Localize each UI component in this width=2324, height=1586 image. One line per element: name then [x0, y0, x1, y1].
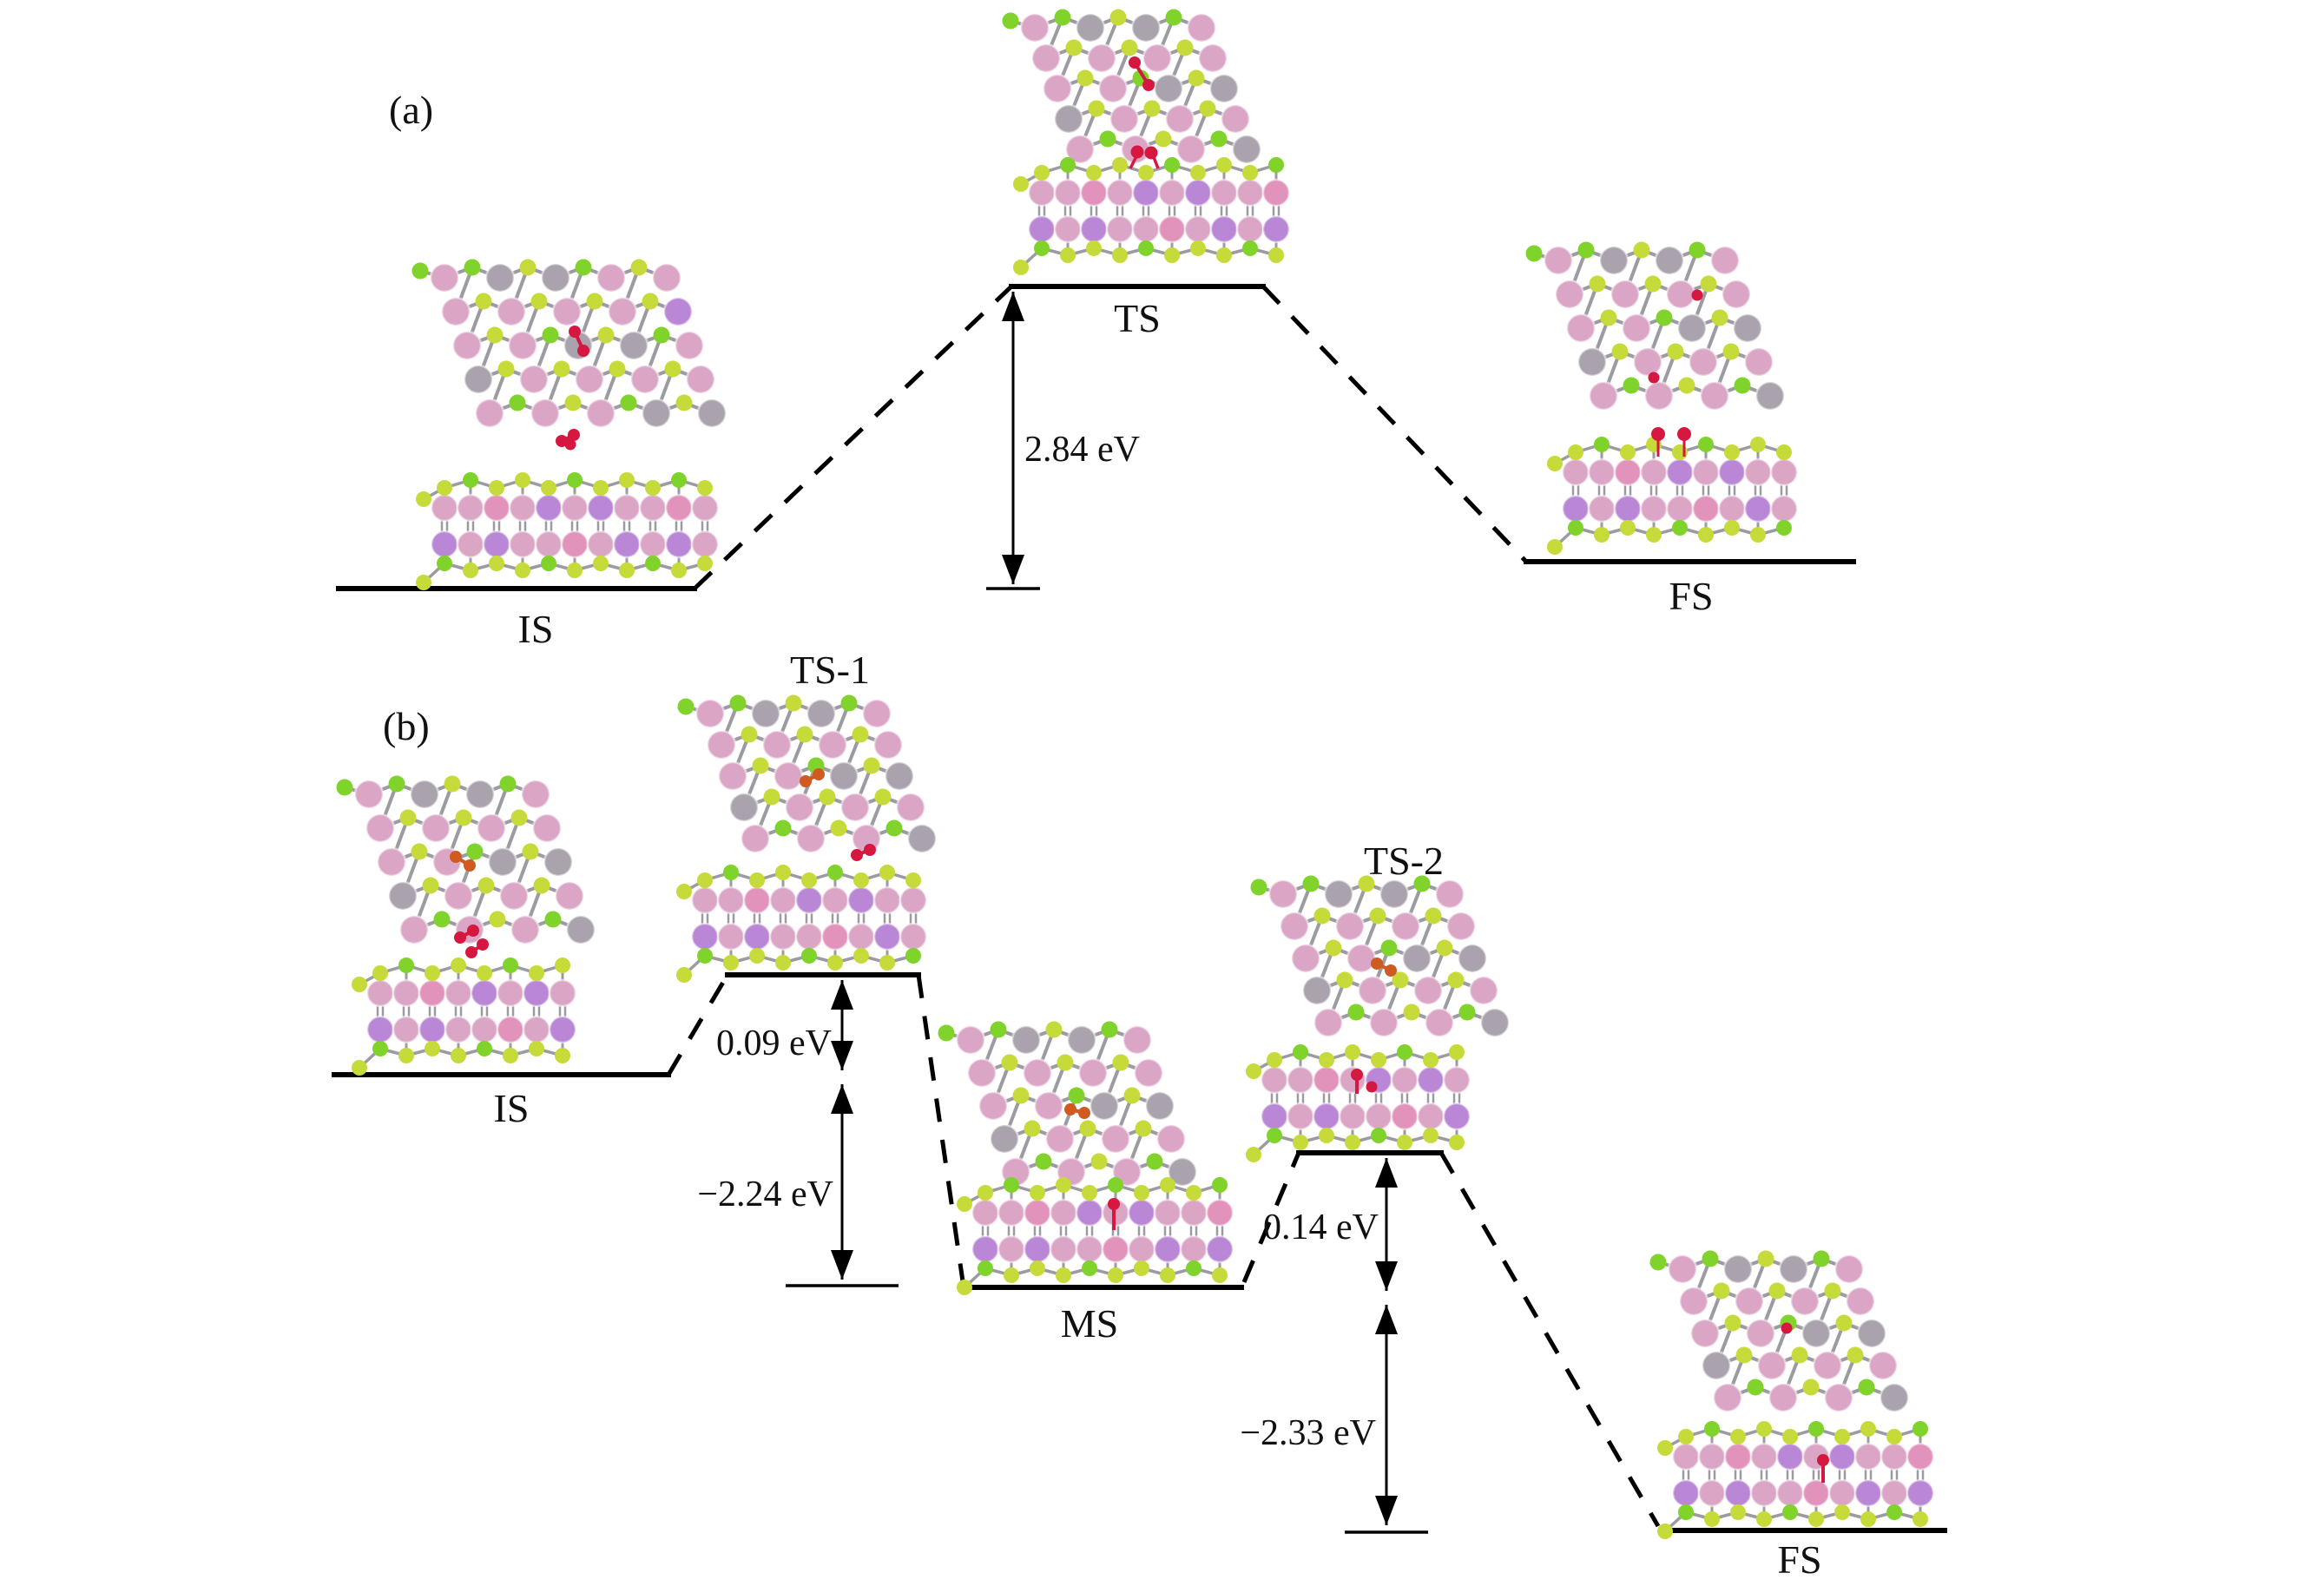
oxygen-adsorbate	[1108, 1198, 1120, 1230]
oxygen-adsorbate	[1366, 1081, 1378, 1093]
a-barrier-value: 2.84 eV	[1024, 430, 1140, 470]
b-fs-energy-value: −2.33 eV	[1240, 1413, 1376, 1453]
oxygen-adsorbate	[465, 938, 489, 958]
oxygen-adsorbate	[1648, 372, 1660, 384]
b-is-state-label: IS	[493, 1086, 530, 1130]
oxygen-adsorbate	[1651, 427, 1665, 457]
molecule-a-ts-top-view	[1002, 9, 1262, 165]
b-ts2-barrier-value: 0.14 eV	[1263, 1208, 1379, 1247]
oxygen-adsorbate	[1129, 145, 1160, 169]
oxygen-adsorbate	[1371, 958, 1397, 977]
oxygen-adsorbate	[454, 925, 479, 944]
b-ms-energy-value: −2.24 eV	[697, 1175, 833, 1214]
molecule-b-ts1-top-view	[677, 694, 938, 854]
oxygen-adsorbate	[1817, 1454, 1829, 1483]
molecule-b-ts2-top-view	[1250, 875, 1511, 1038]
panel-b-label: (b)	[383, 704, 430, 748]
molecule-b-ms-side-view	[957, 1177, 1234, 1295]
molecule-a-fs-side-view	[1547, 427, 1799, 555]
panel-b-profile	[332, 972, 1947, 1534]
oxygen-adsorbate	[1781, 1322, 1793, 1334]
a-ts-fs-dashed-path	[1261, 285, 1528, 563]
oxygen-adsorbate	[1677, 427, 1691, 457]
molecule-a-ts-side-view	[1013, 145, 1291, 275]
oxygen-adsorbate	[556, 429, 580, 447]
oxygen-adsorbate	[569, 326, 589, 357]
oxygen-adsorbate	[1064, 1103, 1090, 1119]
a-is-state-label: IS	[517, 607, 554, 651]
oxygen-adsorbate	[1691, 289, 1703, 301]
molecule-a-is-side-view	[416, 429, 720, 590]
molecule-b-fs-side-view	[1657, 1421, 1935, 1539]
b-ts2-state-label: TS-2	[1364, 839, 1444, 883]
b-ts1-barrier-value: 0.09 eV	[716, 1023, 832, 1063]
panel-a-label: (a)	[389, 88, 434, 132]
molecule-b-ts1-side-view	[676, 844, 928, 983]
b-ts2-fs-dashed-path	[1439, 1151, 1661, 1528]
molecule-a-fs-top-view	[1525, 241, 1786, 411]
oxygen-adsorbate	[1129, 56, 1155, 91]
oxygen-adsorbate	[450, 851, 476, 872]
b-fs-state-label: FS	[1777, 1537, 1822, 1582]
a-is-ts-dashed-path	[693, 285, 1013, 590]
panel-a-profile	[336, 284, 1856, 591]
b-ts1-state-label: TS-1	[790, 648, 870, 692]
molecule-b-is-side-view	[352, 925, 577, 1076]
b-ms-state-label: MS	[1060, 1301, 1119, 1346]
molecule-a-is-top-view	[411, 259, 727, 451]
molecule-b-is-top-view	[336, 775, 596, 958]
molecule-b-fs-top-view	[1649, 1250, 1910, 1413]
molecule-b-ms-top-view	[938, 1021, 1198, 1188]
b-ms-ts2-dashed-path	[1241, 1152, 1301, 1283]
oxygen-adsorbate	[800, 768, 825, 787]
a-fs-state-label: FS	[1669, 574, 1714, 618]
molecule-b-ts2-side-view	[1246, 1044, 1471, 1162]
oxygen-adsorbate	[1351, 1069, 1363, 1094]
oxygen-adsorbate	[851, 844, 876, 861]
a-ts-state-label: TS	[1114, 296, 1161, 340]
b-is-ts1-dashed-path	[666, 973, 730, 1076]
b-ts1-ms-dashed-path	[916, 974, 966, 1288]
